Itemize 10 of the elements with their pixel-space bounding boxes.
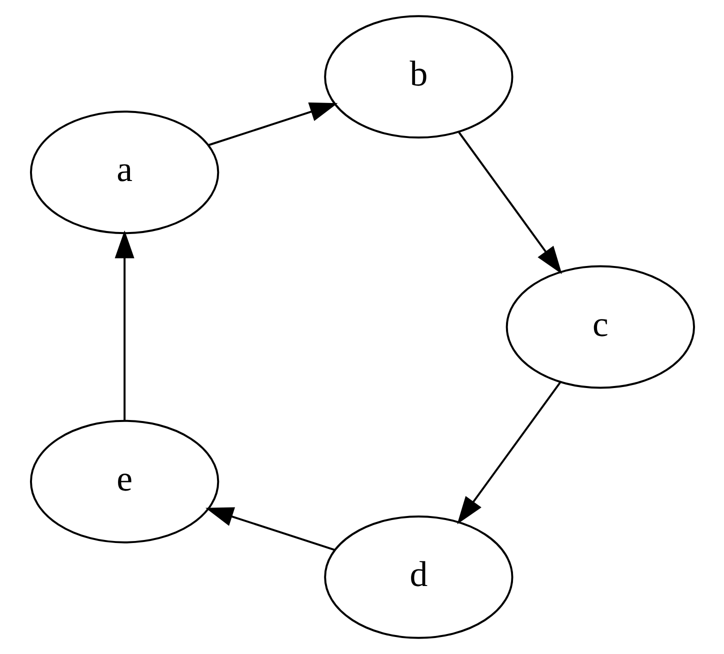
arrow [458, 132, 562, 274]
arrow [208, 102, 338, 146]
node-ellipse: b [324, 15, 513, 139]
arrow [456, 382, 560, 524]
arrow [204, 507, 334, 551]
node-ellipse: a [29, 110, 219, 234]
node-ellipse: e [29, 420, 219, 544]
node-ellipse: c [505, 265, 695, 389]
arrow [114, 230, 134, 421]
node-ellipse: d [324, 515, 513, 639]
